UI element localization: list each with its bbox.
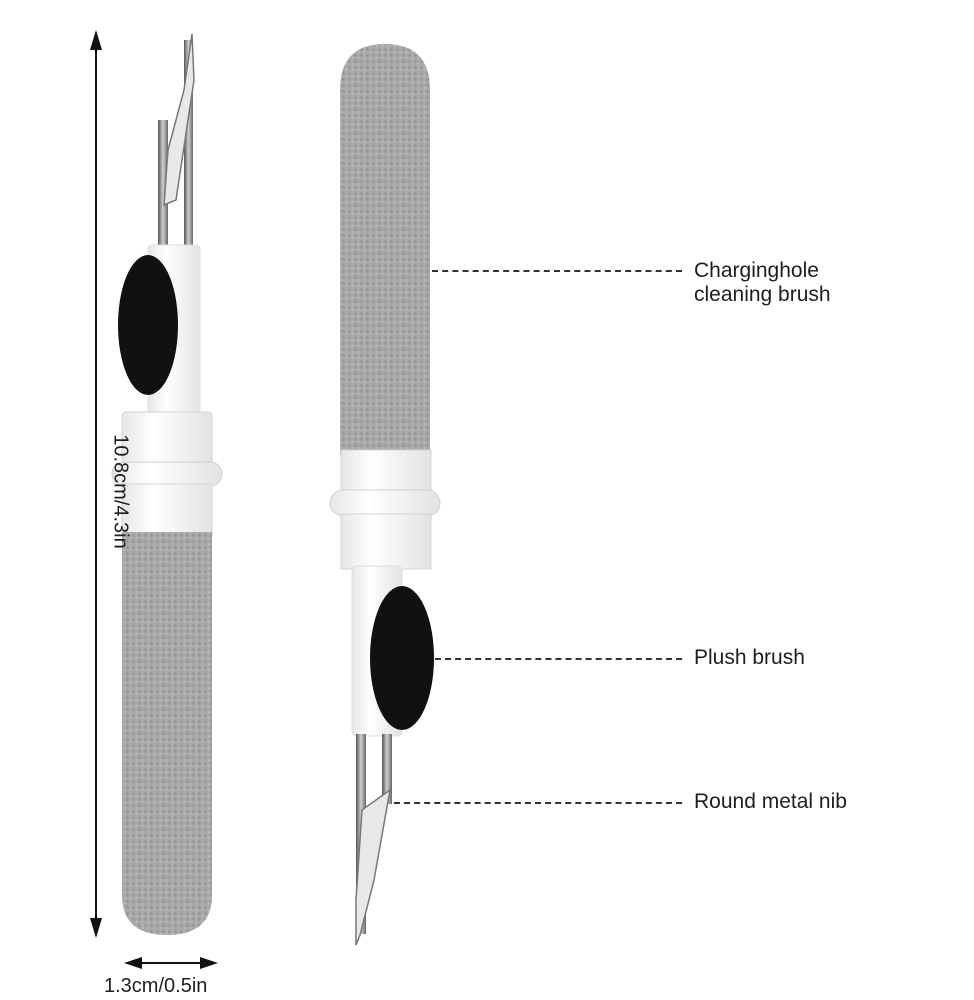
leader-line-metal-nib	[394, 802, 682, 804]
plush-brush-left	[118, 255, 178, 395]
leader-line-plush-brush	[435, 658, 682, 660]
width-dimension-line	[128, 962, 214, 964]
callout-line-2: cleaning brush	[694, 283, 831, 306]
callout-metal-nib: Round metal nib	[694, 790, 847, 813]
width-dimension-label: 1.3cm/0.5in	[104, 975, 208, 997]
callout-plush-brush: Plush brush	[694, 646, 805, 669]
leader-line-charginghole	[432, 270, 682, 272]
callout-line-1: Charginghole	[694, 259, 819, 282]
flock-brush-left	[122, 532, 212, 935]
right-pen	[329, 44, 441, 946]
flock-brush-right	[340, 44, 430, 455]
height-dimension-line	[95, 34, 97, 934]
metal-rod	[158, 120, 168, 250]
left-pen	[111, 33, 223, 935]
callout-charginghole-brush: Charginghole cleaning brush	[694, 259, 831, 307]
height-dimension-label: 10.8cm/4.3in	[109, 434, 132, 549]
plush-brush-right	[370, 586, 434, 730]
